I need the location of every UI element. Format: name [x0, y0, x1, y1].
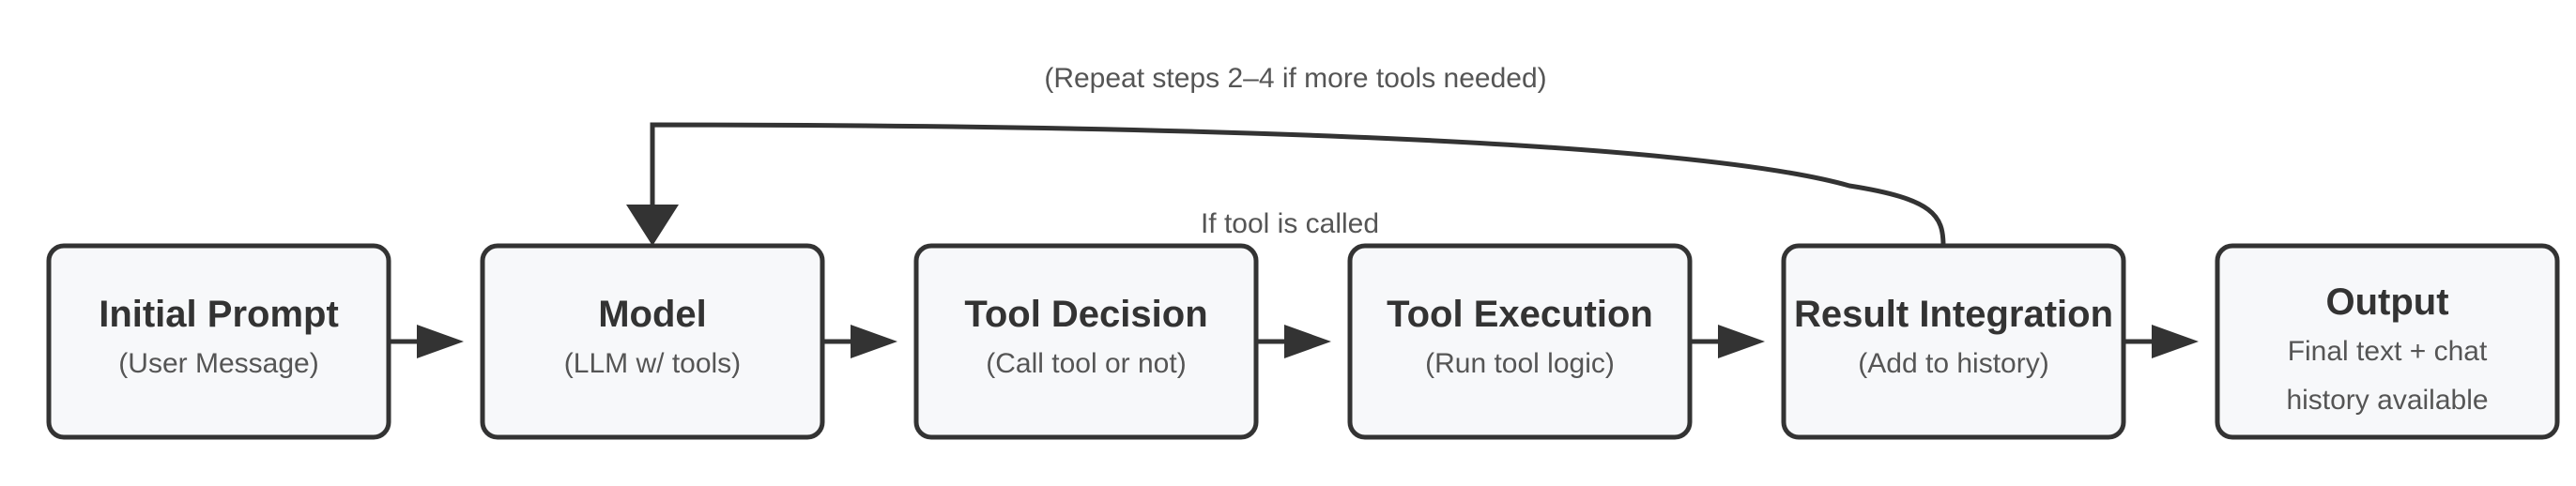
node-subtitle: (Run tool logic)	[1425, 348, 1615, 379]
node-subtitle: (Add to history)	[1858, 348, 2048, 379]
node-output: Output Final text + chat history availab…	[2215, 243, 2560, 440]
node-subtitle-line-2: history available	[2286, 385, 2488, 416]
loop-back-arrow	[650, 122, 1946, 247]
node-title: Result Integration	[1794, 294, 2113, 335]
node-title: Tool Execution	[1387, 294, 1653, 335]
node-title: Model	[598, 294, 707, 335]
loop-label: (Repeat steps 2–4 if more tools needed)	[1044, 63, 1546, 94]
node-subtitle: (LLM w/ tools)	[564, 348, 741, 379]
arrow-prompt-to-model	[389, 325, 464, 358]
node-initial-prompt: Initial Prompt (User Message)	[46, 243, 391, 440]
node-subtitle: (User Message)	[118, 348, 318, 379]
node-title: Output	[2325, 281, 2448, 323]
node-title: Tool Decision	[964, 294, 1207, 335]
arrow-execution-to-integration	[1690, 325, 1765, 358]
node-tool-execution: Tool Execution (Run tool logic)	[1347, 243, 1693, 440]
node-tool-decision: Tool Decision (Call tool or not)	[913, 243, 1259, 440]
loop-back-arrowhead	[626, 205, 679, 246]
node-result-integration: Result Integration (Add to history)	[1781, 243, 2126, 440]
node-subtitle-line-1: Final text + chat	[2288, 336, 2488, 367]
if-tool-label: If tool is called	[1201, 208, 1379, 239]
arrow-model-to-decision	[822, 325, 897, 358]
node-model: Model (LLM w/ tools)	[480, 243, 825, 440]
node-title: Initial Prompt	[99, 294, 339, 335]
arrow-integration-to-output	[2124, 325, 2199, 358]
arrow-decision-to-execution	[1256, 325, 1331, 358]
node-subtitle: (Call tool or not)	[986, 348, 1186, 379]
